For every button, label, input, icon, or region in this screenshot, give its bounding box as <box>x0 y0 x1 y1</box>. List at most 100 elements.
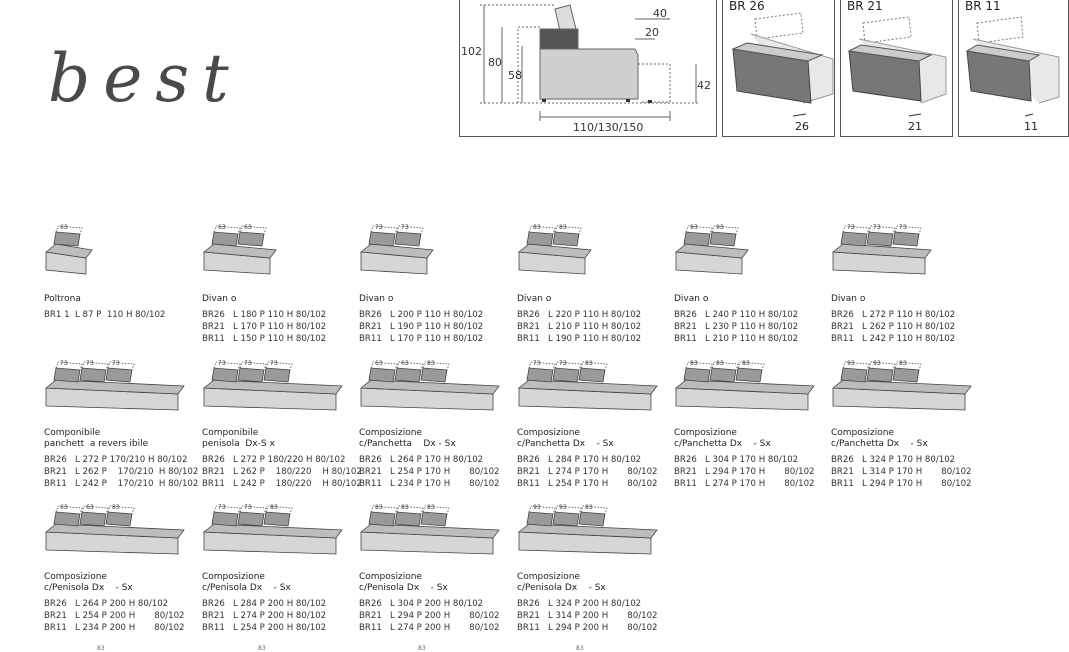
seat-width-label: 73 <box>533 360 541 367</box>
seat-width-label: 83 <box>690 360 698 367</box>
product-spec-line: BR11 L 274 P 170 H 80/102 <box>674 479 815 489</box>
sofa-drawing <box>674 225 749 275</box>
product-name: Composizione c/Penisola Dx - Sx <box>202 572 291 593</box>
product-spec-line: BR26 L 272 P 110 H 80/102 <box>831 310 956 320</box>
product-spec-line: BR11 L 170 P 110 H 80/102 <box>359 334 484 344</box>
product-spec-line: BR21 L 314 P 170 H 80/102 <box>831 467 972 477</box>
product-spec-line: BR26 L 324 P 200 H 80/102 <box>517 599 642 609</box>
product-name: Divan o <box>202 294 237 304</box>
product-spec-line: BR26 L 264 P 170 H 80/102 <box>359 455 484 465</box>
cutoff-label: 83 <box>418 645 426 652</box>
seat-width-label: 83 <box>559 224 567 231</box>
armrest-drawing <box>965 16 1060 117</box>
seat-width-label: 73 <box>375 224 383 231</box>
seat-width-label: 63 <box>375 360 383 367</box>
product-name: Composizione c/Panchetta Dx - Sx <box>674 428 771 449</box>
product-spec-line: BR11 L 274 P 200 H 80/102 <box>359 623 500 633</box>
product-spec-line: BR26 L 272 P 170/210 H 80/102 <box>44 455 188 465</box>
product-spec-line: BR11 L 254 P 200 H 80/102 <box>202 623 327 633</box>
armrest-drawing <box>847 16 947 117</box>
seat-width-label: 93 <box>847 360 855 367</box>
product-name: Composizione c/Penisola Dx - Sx <box>517 572 606 593</box>
product-spec-line: BR11 L 294 P 170 H 80/102 <box>831 479 972 489</box>
seat-width-label: 93 <box>690 224 698 231</box>
product-spec-line: BR21 L 314 P 200 H 80/102 <box>517 611 658 621</box>
seat-width-label: 83 <box>742 360 750 367</box>
seat-width-label: 93 <box>873 360 881 367</box>
product-name: Componibile panchett a revers ibile <box>44 428 149 449</box>
seat-width-label: 73 <box>60 360 68 367</box>
product-name: Divan o <box>517 294 552 304</box>
dim-arm-height: 42 <box>697 79 711 92</box>
seat-width-label: 83 <box>401 504 409 511</box>
product-spec-line: BR11 L 242 P 170/210 H 80/102 <box>44 479 199 489</box>
seat-width-label: 63 <box>218 224 226 231</box>
seat-width-label: 73 <box>873 224 881 231</box>
product-name: Divan o <box>674 294 709 304</box>
product-name: Composizione c/Panchetta Dx - Sx <box>517 428 614 449</box>
seat-width-label: 83 <box>585 504 593 511</box>
product-spec-line: BR21 L 274 P 200 H 80/102 <box>202 611 327 621</box>
product-spec-line: BR11 L 190 P 110 H 80/102 <box>517 334 642 344</box>
cutoff-label: 83 <box>97 645 105 652</box>
product-spec-line: BR26 L 264 P 200 H 80/102 <box>44 599 169 609</box>
sofa-section-drawing <box>480 4 700 121</box>
dim-total-height: 102 <box>461 45 482 58</box>
cutoff-label: 83 <box>258 645 266 652</box>
section-diagram: 102 80 58 40 20 42 110/130/150 <box>459 0 717 137</box>
product-spec-line: BR21 L 254 P 170 H 80/102 <box>359 467 500 477</box>
seat-width-label: 83 <box>716 360 724 367</box>
seat-width-label: 83 <box>427 504 435 511</box>
product-spec-line: BR21 L 190 P 110 H 80/102 <box>359 322 484 332</box>
armrest-label: BR 26 <box>729 0 765 13</box>
sofa-drawing <box>44 505 185 555</box>
sofa-drawing <box>202 361 343 411</box>
sofa-drawing <box>359 225 434 275</box>
dim-back-height: 80 <box>488 56 502 69</box>
product-spec-line: BR21 L 294 P 170 H 80/102 <box>674 467 815 477</box>
armrest-br11: BR 11 11 <box>958 0 1069 137</box>
armrest-br26: BR 26 26 <box>722 0 835 137</box>
seat-width-label: 93 <box>716 224 724 231</box>
product-spec-line: BR21 L 262 P 170/210 H 80/102 <box>44 467 199 477</box>
product-spec-line: BR26 L 240 P 110 H 80/102 <box>674 310 799 320</box>
product-spec-line: BR11 L 294 P 200 H 80/102 <box>517 623 658 633</box>
product-spec-line: BR26 L 304 P 170 H 80/102 <box>674 455 799 465</box>
product-spec-line: BR11 L 234 P 170 H 80/102 <box>359 479 500 489</box>
product-name: Divan o <box>831 294 866 304</box>
product-spec-line: BR21 L 230 P 110 H 80/102 <box>674 322 799 332</box>
product-spec-line: BR11 L 210 P 110 H 80/102 <box>674 334 799 344</box>
dim-seat-height: 58 <box>508 69 522 82</box>
seat-width-label: 83 <box>899 360 907 367</box>
armrest-width: 21 <box>908 120 922 133</box>
product-spec-line: BR26 L 304 P 200 H 80/102 <box>359 599 484 609</box>
product-spec-line: BR11 L 150 P 110 H 80/102 <box>202 334 327 344</box>
sofa-drawing <box>45 225 93 275</box>
product-spec-line: BR26 L 284 P 200 H 80/102 <box>202 599 327 609</box>
seat-width-label: 93 <box>559 504 567 511</box>
armrest-label: BR 11 <box>965 0 1001 13</box>
product-spec-line: BR21 L 210 P 110 H 80/102 <box>517 322 642 332</box>
seat-width-label: 93 <box>533 504 541 511</box>
seat-width-label: 83 <box>375 504 383 511</box>
armrest-width: 26 <box>795 120 809 133</box>
product-name: Composizione c/Penisola Dx - Sx <box>359 572 448 593</box>
product-spec-line: BR11 L 242 P 180/220 H 80/102 <box>202 479 362 489</box>
seat-width-label: 63 <box>244 224 252 231</box>
seat-width-label: 83 <box>270 504 278 511</box>
product-spec-line: BR11 L 242 P 110 H 80/102 <box>831 334 956 344</box>
product-spec-line: BR26 L 284 P 170 H 80/102 <box>517 455 642 465</box>
sofa-drawing <box>202 505 343 555</box>
product-name: Composizione c/Panchetta Dx - Sx <box>359 428 456 449</box>
page-title: best <box>48 40 242 117</box>
sofa-drawing <box>517 361 658 411</box>
product-name: Composizione c/Penisola Dx - Sx <box>44 572 133 593</box>
seat-width-label: 73 <box>401 224 409 231</box>
seat-width-label: 83 <box>427 360 435 367</box>
seat-width-label: 73 <box>270 360 278 367</box>
seat-width-label: 83 <box>112 504 120 511</box>
sofa-drawing <box>359 361 500 411</box>
product-spec-line: BR11 L 254 P 170 H 80/102 <box>517 479 658 489</box>
seat-width-label: 73 <box>86 360 94 367</box>
product-name: Componibile penisola Dx-S x <box>202 428 275 449</box>
